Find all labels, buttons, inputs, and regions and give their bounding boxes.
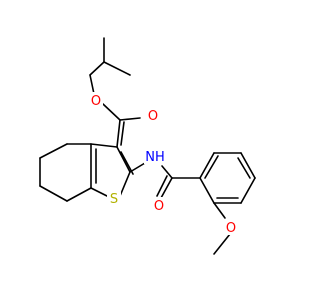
bond: [119, 171, 131, 197]
thiophene-ring: [90, 143, 134, 199]
double-bond: [116, 119, 121, 148]
double-bond: [204, 155, 219, 179]
sulfur-label: S: [110, 192, 118, 207]
bond: [161, 165, 173, 179]
bond: [90, 143, 118, 148]
benzene-ring: [199, 152, 256, 204]
carbonyl-oxygen-label: O: [148, 109, 158, 124]
bond: [102, 103, 121, 121]
bond: [129, 162, 146, 173]
isopropyl-group: [89, 37, 131, 95]
bond: [240, 177, 256, 204]
bond: [240, 152, 256, 179]
bond: [39, 143, 68, 159]
molecule-canvas: O O S NH O O: [39, 37, 256, 255]
amide-nh-label: NH: [145, 150, 165, 165]
bond: [119, 117, 141, 121]
ester-oxygen-label: O: [91, 94, 101, 109]
bond: [213, 202, 226, 219]
double-bond: [120, 151, 134, 175]
amide-linkage: [129, 162, 201, 199]
bond: [213, 233, 231, 255]
double-bond: [156, 175, 168, 197]
double-bond: [237, 157, 251, 179]
cyclohexene-ring: [39, 143, 92, 202]
bond: [103, 61, 131, 76]
bond: [199, 152, 215, 179]
double-bond: [120, 121, 125, 146]
methoxy-group: [213, 202, 231, 255]
bond: [89, 61, 105, 76]
bond: [66, 187, 92, 202]
molecule-structure-diagram: O O S NH O O: [39, 37, 256, 255]
atom-labels: O O S NH O O: [89, 92, 238, 236]
double-bond: [160, 177, 173, 199]
ester-group: [102, 103, 141, 148]
bond: [39, 185, 68, 202]
bond: [199, 177, 215, 204]
bond: [89, 74, 95, 95]
methoxy-oxygen-label: O: [226, 221, 236, 236]
bond: [116, 146, 131, 173]
amide-oxygen-label: O: [154, 199, 164, 214]
